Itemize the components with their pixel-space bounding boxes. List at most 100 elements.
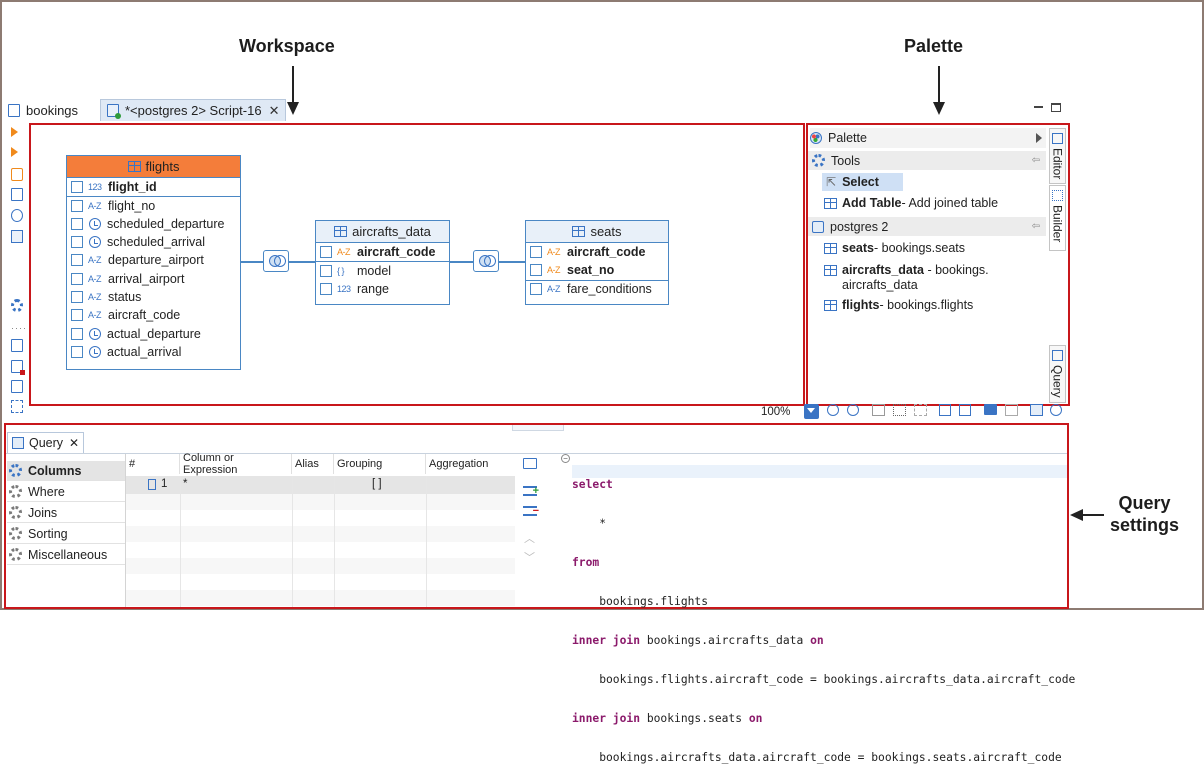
close-tab-icon[interactable]: ✕ — [268, 102, 280, 118]
select-tool[interactable]: ⇱ Select — [822, 173, 903, 191]
save-diagram-icon[interactable] — [1030, 404, 1043, 416]
settings-gear-icon[interactable] — [11, 299, 23, 312]
checkbox[interactable] — [71, 290, 83, 303]
load-file-icon[interactable] — [11, 380, 23, 393]
grid-icon[interactable] — [893, 404, 906, 416]
arrange-icon[interactable] — [959, 404, 971, 416]
maximize-icon[interactable] — [1051, 103, 1061, 112]
export-icon[interactable] — [11, 339, 23, 352]
palette-table-aircrafts-data[interactable]: aircrafts_data - bookings.aircrafts_data — [824, 263, 989, 292]
layout-icon[interactable] — [872, 404, 885, 416]
zoom-dropdown-icon[interactable] — [804, 404, 819, 419]
tab-editor[interactable]: Editor — [1049, 128, 1066, 184]
palette-table-flights[interactable]: flights - bookings.flights — [824, 298, 973, 312]
checkbox[interactable] — [530, 246, 542, 259]
close-tab-icon[interactable]: ✕ — [69, 436, 80, 450]
checkbox[interactable] — [71, 236, 83, 249]
checkbox[interactable] — [71, 327, 83, 340]
refresh-icon[interactable] — [1050, 404, 1062, 416]
checkbox[interactable] — [530, 264, 542, 277]
grid-cell-expression[interactable]: * — [183, 478, 188, 490]
seats-table-header[interactable]: seats — [526, 221, 668, 243]
nav-miscellaneous[interactable]: Miscellaneous — [7, 545, 125, 565]
pin-icon[interactable]: ⇦ — [1031, 221, 1040, 232]
nav-sorting[interactable]: Sorting — [7, 524, 125, 544]
console-icon[interactable] — [11, 230, 23, 243]
show-sql-icon[interactable] — [523, 458, 537, 469]
explain-plan-icon[interactable] — [11, 188, 23, 201]
zoom-in-icon[interactable] — [827, 404, 839, 416]
nav-where[interactable]: Where — [7, 482, 125, 502]
join-aircrafts-seats-icon[interactable] — [473, 250, 499, 272]
checkbox[interactable] — [71, 272, 83, 285]
column-row[interactable]: actual_departure — [67, 324, 240, 342]
fold-icon[interactable]: − — [561, 454, 570, 463]
column-row[interactable]: actual_arrival — [67, 343, 240, 361]
grid-header-num[interactable]: # — [126, 454, 180, 474]
tab-script[interactable]: *<postgres 2> Script-16 ✕ — [100, 99, 287, 121]
grid-cell-grouping[interactable]: [ ] — [372, 478, 382, 490]
print-icon[interactable] — [984, 404, 997, 415]
palette-header[interactable]: Palette — [810, 128, 1046, 148]
checkbox[interactable] — [71, 199, 83, 212]
checkbox[interactable] — [71, 217, 83, 230]
ai-assistant-icon[interactable] — [11, 209, 23, 222]
checkbox[interactable] — [320, 246, 332, 259]
checkbox[interactable] — [320, 264, 332, 277]
minimize-icon[interactable] — [1034, 106, 1043, 108]
grid-header-aggregation[interactable]: Aggregation — [429, 458, 489, 470]
grid-row[interactable]: 1 * [ ] — [126, 476, 515, 494]
flights-table-header[interactable]: flights — [67, 156, 240, 178]
notes-icon[interactable] — [939, 404, 951, 416]
column-row[interactable]: { }model — [316, 261, 449, 279]
snap-icon[interactable] — [914, 404, 927, 416]
outline-icon[interactable] — [11, 400, 23, 413]
checkbox[interactable] — [71, 181, 83, 194]
grid-header-column[interactable]: Column or Expression — [180, 452, 292, 476]
checkbox[interactable] — [71, 254, 83, 267]
join-flights-aircrafts-icon[interactable] — [263, 250, 289, 272]
add-table-tool[interactable]: Add Table - Add joined table — [824, 196, 998, 210]
execute-new-tab-icon[interactable] — [11, 147, 18, 157]
nav-joins[interactable]: Joins — [7, 503, 125, 523]
more-dots-icon[interactable]: ···· — [11, 323, 27, 333]
column-row[interactable]: scheduled_arrival — [67, 233, 240, 251]
tab-query[interactable]: Query ✕ — [7, 432, 85, 453]
aircrafts-data-table-header[interactable]: aircrafts_data — [316, 221, 449, 243]
execute-script-icon[interactable] — [11, 168, 23, 181]
palette-table-seats[interactable]: seats - bookings.seats — [824, 241, 965, 255]
zoom-out-icon[interactable] — [847, 404, 859, 416]
execute-icon[interactable] — [11, 127, 18, 137]
tab-bookings[interactable]: bookings — [8, 99, 78, 121]
collapse-palette-icon[interactable] — [1036, 133, 1042, 143]
grid-header-alias[interactable]: Alias — [292, 454, 334, 474]
export-image-icon[interactable] — [1005, 404, 1018, 416]
move-up-icon[interactable]: ︿ — [524, 533, 535, 545]
pin-icon[interactable]: ⇦ — [1031, 155, 1040, 166]
tab-query-vertical[interactable]: Query — [1049, 345, 1066, 403]
tools-section-header[interactable]: Tools ⇦ — [808, 151, 1046, 170]
connection-section-header[interactable]: postgres 2 ⇦ — [808, 217, 1046, 236]
tab-builder[interactable]: Builder — [1049, 185, 1066, 251]
checkbox[interactable] — [71, 309, 83, 322]
column-row[interactable]: scheduled_departure — [67, 215, 240, 233]
checkbox[interactable] — [530, 283, 542, 296]
remove-column-icon[interactable]: − — [523, 506, 539, 517]
checkbox[interactable] — [320, 282, 332, 295]
sql-preview[interactable]: select * from bookings.flights inner joi… — [572, 452, 1075, 777]
checkbox[interactable] — [71, 345, 83, 358]
splitter-handle[interactable] — [512, 425, 564, 431]
